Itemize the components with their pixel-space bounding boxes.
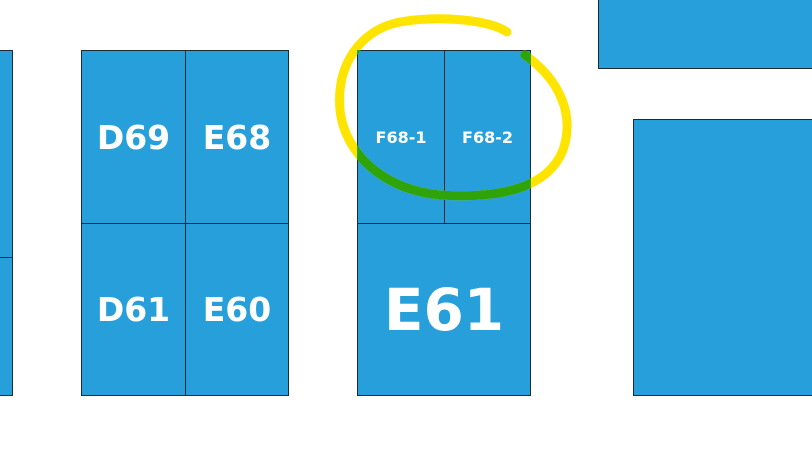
booth-e68[interactable]: E68 xyxy=(185,50,289,224)
booth-label-e61: E61 xyxy=(383,275,505,344)
booth-f68-1[interactable]: F68-1 xyxy=(357,50,445,224)
booth-label-d61: D61 xyxy=(96,290,171,329)
booth-d61[interactable]: D61 xyxy=(81,223,186,396)
edge-booth-left-lower[interactable] xyxy=(0,257,13,396)
booth-label-d69: D69 xyxy=(96,117,171,157)
booth-f68-2[interactable]: F68-2 xyxy=(444,50,531,224)
booth-label-f68-2: F68-2 xyxy=(462,127,513,147)
booth-label-e60: E60 xyxy=(202,290,272,329)
booth-e60[interactable]: E60 xyxy=(185,223,289,396)
booth-label-f68-1: F68-1 xyxy=(375,127,427,147)
booth-e61[interactable]: E61 xyxy=(357,223,531,396)
booth-unlabeled-top-right[interactable] xyxy=(598,0,812,69)
booth-label-e68: E68 xyxy=(202,117,272,157)
booth-unlabeled-right[interactable] xyxy=(633,119,812,396)
edge-booth-left-upper[interactable] xyxy=(0,50,13,258)
booth-d69[interactable]: D69 xyxy=(81,50,186,224)
